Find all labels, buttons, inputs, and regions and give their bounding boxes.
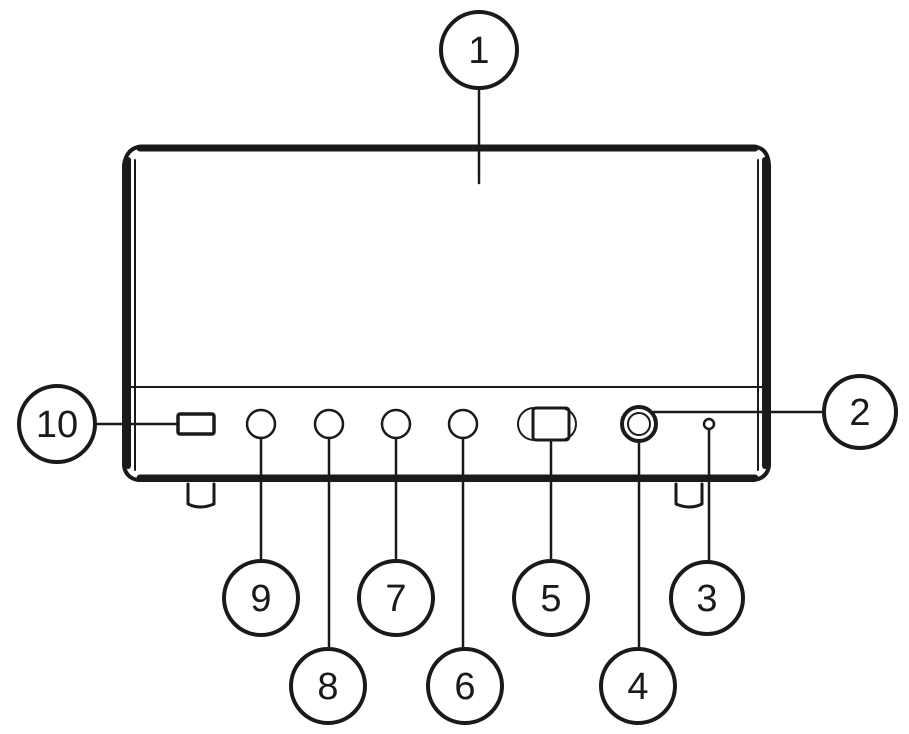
selector-recess (517, 407, 577, 441)
callout-3: 3 (669, 560, 745, 636)
usb-port (176, 412, 216, 436)
callout-7-label: 7 (385, 578, 406, 620)
button-6 (447, 408, 479, 440)
callout-1-circle (439, 10, 519, 90)
callout-7: 7 (357, 559, 435, 637)
callout-9: 9 (222, 559, 300, 637)
callout-5: 5 (512, 559, 590, 637)
left-foot (186, 482, 216, 509)
callout-8: 8 (289, 647, 367, 725)
callout-4: 4 (599, 647, 677, 725)
selector-switch (531, 406, 571, 442)
callout-4-label: 4 (627, 666, 648, 708)
callout-7-circle (357, 559, 435, 637)
device-body (122, 144, 771, 509)
callout-6-circle (426, 647, 504, 725)
callout-9-circle (222, 559, 300, 637)
callout-5-circle (512, 559, 590, 637)
callout-10-circle (17, 384, 97, 464)
callout-6-label: 6 (454, 666, 475, 708)
power-knob-inner (627, 412, 651, 436)
callout-8-circle (289, 647, 367, 725)
right-foot (674, 482, 704, 509)
controls (176, 405, 716, 443)
callout-2-circle (822, 374, 898, 450)
callout-8-label: 8 (317, 666, 338, 708)
indicator-led (702, 417, 716, 431)
callout-3-label: 3 (696, 578, 717, 620)
callout-10: 10 (17, 384, 97, 464)
cabinet-outline (122, 145, 771, 482)
callout-5-label: 5 (540, 578, 561, 620)
button-8 (313, 408, 345, 440)
callout-4-circle (599, 647, 677, 725)
callout-9-label: 9 (250, 578, 271, 620)
callout-2-label: 2 (849, 392, 870, 434)
button-7 (380, 408, 412, 440)
callout-2: 2 (822, 374, 898, 450)
callout-1-label: 1 (468, 30, 489, 72)
button-9 (245, 408, 277, 440)
callout-3-circle (669, 560, 745, 636)
callout-1: 1 (439, 10, 519, 90)
callout-6: 6 (426, 647, 504, 725)
callout-10-label: 10 (36, 404, 78, 446)
leader-lines (94, 86, 826, 651)
